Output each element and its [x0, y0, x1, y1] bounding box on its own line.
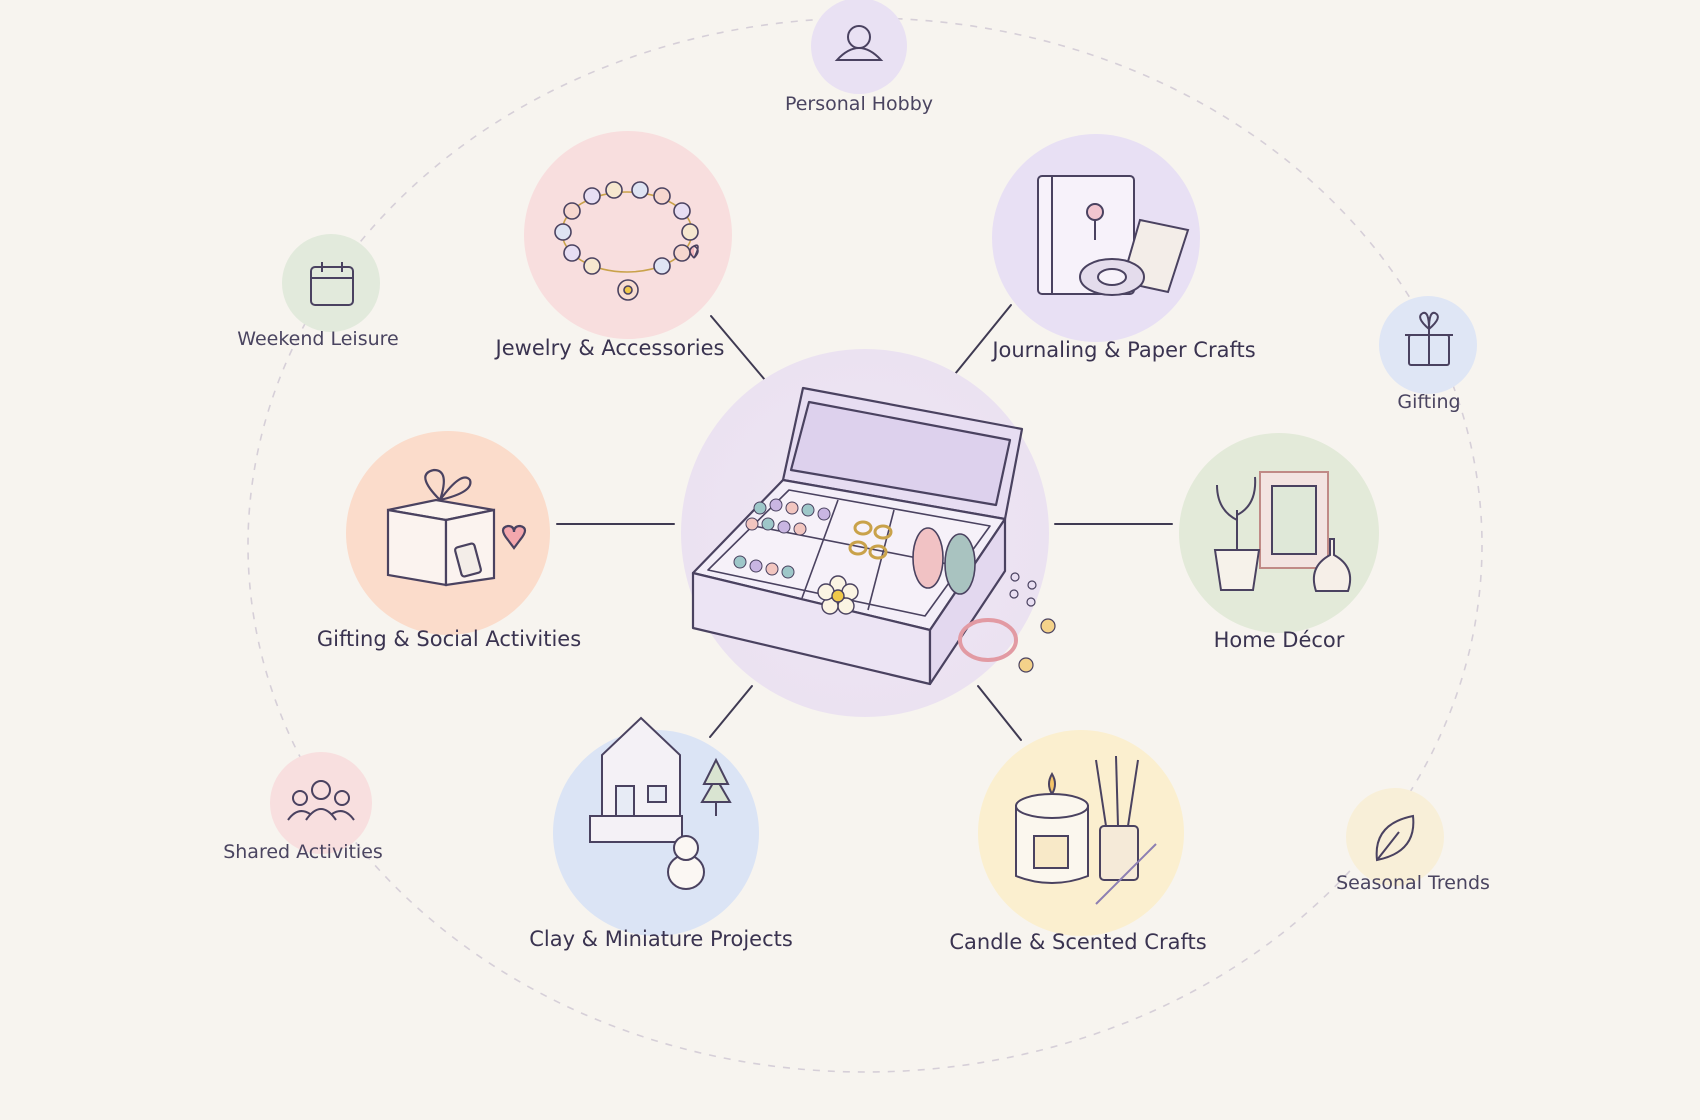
- plant-frame-vase-icon: [1213, 471, 1352, 592]
- flower-charm: [817, 575, 859, 615]
- bracelet-icon: [554, 181, 699, 301]
- leaf-icon: [1375, 814, 1415, 862]
- connector-clay: [709, 685, 753, 738]
- rings-compartment: [848, 520, 893, 560]
- category-label: Candle & Scented Crafts: [949, 930, 1207, 954]
- category-circle-0: [524, 131, 732, 339]
- calendar-icon: [310, 262, 354, 306]
- category-label: Clay & Miniature Projects: [529, 927, 793, 951]
- candle-diffuser-icon: [1015, 755, 1157, 905]
- beads-compartment: [733, 498, 831, 579]
- gift-box-icon: [386, 468, 527, 587]
- journal-tape-icon: [1037, 175, 1190, 296]
- connector-lines: [556, 304, 1173, 741]
- person-icon: [834, 25, 884, 61]
- connector-jewelry: [710, 315, 766, 381]
- outer-dashed-ring: [247, 17, 1483, 1073]
- ribbon-spools: [912, 527, 976, 595]
- category-label: Home Décor: [1213, 628, 1345, 652]
- context-circle-1: [282, 234, 380, 332]
- category-label: Journaling & Paper Crafts: [992, 338, 1256, 362]
- miniature-house-icon: [589, 716, 732, 890]
- context-label: Personal Hobby: [784, 93, 934, 115]
- context-label: Weekend Leisure: [237, 328, 399, 350]
- category-label: Gifting & Social Activities: [316, 627, 582, 651]
- context-circle-3: [270, 752, 372, 854]
- context-circle-0: [811, 0, 907, 94]
- group-icon: [287, 780, 355, 821]
- loose-beads: [958, 572, 1056, 673]
- category-label: Jewelry & Accessories: [495, 336, 725, 360]
- context-label: Gifting: [1397, 391, 1461, 413]
- gift-icon: [1405, 311, 1453, 366]
- connector-journaling: [954, 304, 1012, 375]
- context-label: Seasonal Trends: [1336, 872, 1490, 894]
- connector-candle: [977, 685, 1022, 741]
- context-label: Shared Activities: [223, 841, 383, 863]
